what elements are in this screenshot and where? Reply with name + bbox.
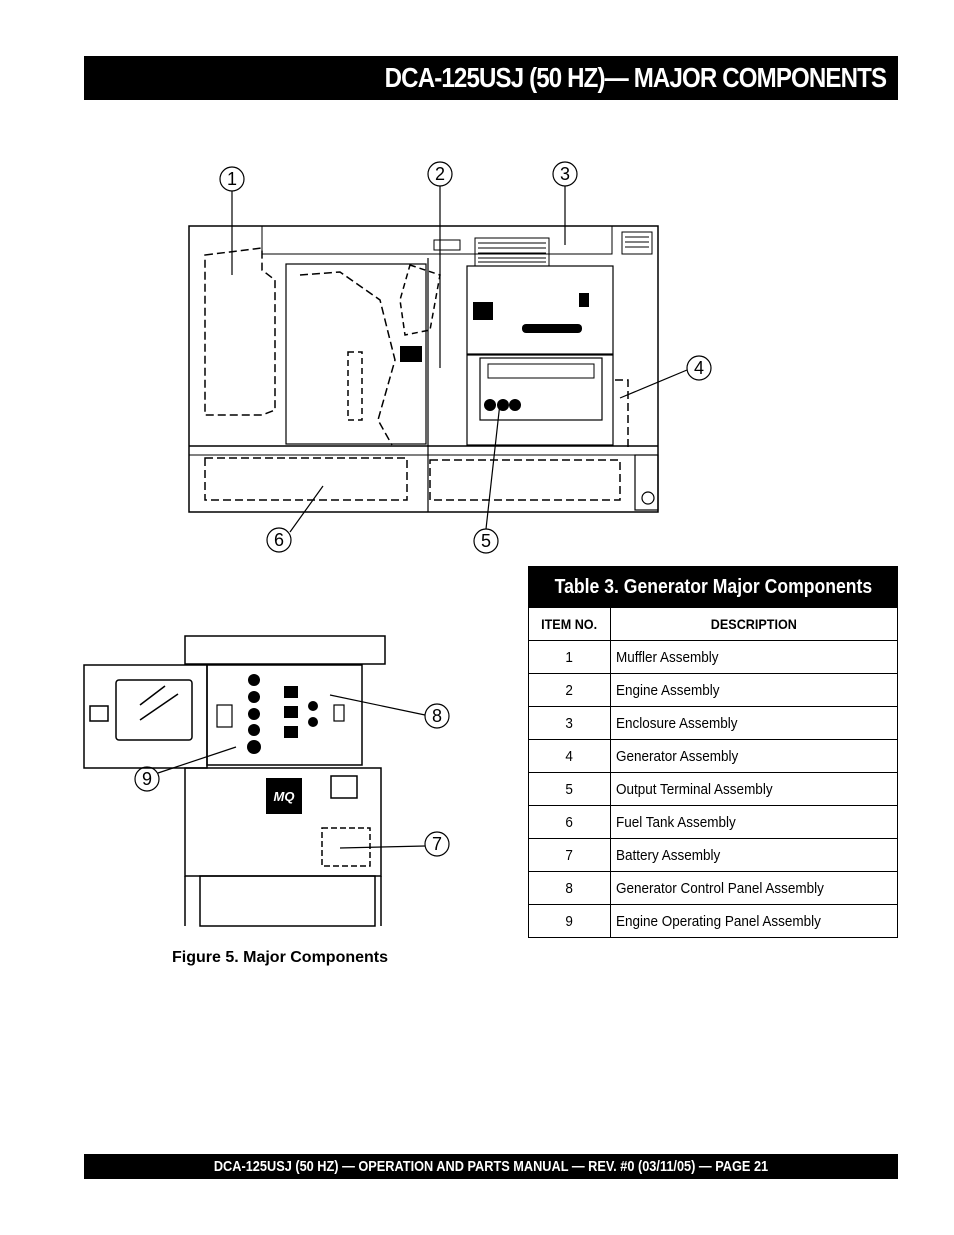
callout-7-circle	[424, 831, 450, 857]
generator-front-view-diagram: MQ 8 9 7	[83, 635, 450, 927]
callout-1: 1	[227, 169, 237, 189]
callout-3: 3	[560, 164, 570, 184]
item-description: Fuel Tank Assembly	[610, 805, 898, 839]
item-number: 9	[528, 904, 611, 938]
callout-8-circle	[424, 703, 450, 729]
callout-7: 7	[432, 834, 442, 854]
footer-text: DCA-125USJ (50 HZ) — OPERATION AND PARTS…	[213, 1158, 769, 1175]
item-description: Output Terminal Assembly	[610, 772, 898, 806]
item-number: 5	[528, 772, 611, 806]
generator-side-view-diagram: 1 2 3 4 5 6	[188, 161, 712, 554]
item-description: Generator Control Panel Assembly	[610, 871, 898, 905]
column-header-description: DESCRIPTION	[610, 607, 898, 641]
callout-2: 2	[435, 164, 445, 184]
callout-8: 8	[432, 706, 442, 726]
item-number: 7	[528, 838, 611, 872]
item-number: 8	[528, 871, 611, 905]
item-number: 6	[528, 805, 611, 839]
muffler-outline	[204, 247, 276, 416]
item-number: 1	[528, 640, 611, 674]
fuel-tank-outline	[204, 457, 408, 501]
components-table: Table 3. Generator Major Components ITEM…	[528, 566, 898, 938]
callout-9: 9	[142, 769, 152, 789]
callout-6: 6	[274, 530, 284, 550]
item-number: 3	[528, 706, 611, 740]
callout-5: 5	[481, 531, 491, 551]
engine-panel-icon	[400, 346, 422, 362]
item-description: Enclosure Assembly	[610, 706, 898, 740]
mq-logo: MQ	[274, 789, 295, 804]
item-description: Engine Assembly	[610, 673, 898, 707]
figure-caption: Figure 5. Major Components	[172, 949, 389, 966]
item-description: Muffler Assembly	[610, 640, 898, 674]
item-number: 4	[528, 739, 611, 773]
item-description: Engine Operating Panel Assembly	[610, 904, 898, 938]
engine-door	[285, 263, 427, 445]
control-panel	[206, 664, 363, 766]
callout-9-circle	[134, 766, 160, 792]
page-header: DCA-125USJ (50 HZ)— MAJOR COMPONENTS	[84, 56, 898, 100]
item-description: Generator Assembly	[610, 739, 898, 773]
page-footer: DCA-125USJ (50 HZ) — OPERATION AND PARTS…	[84, 1154, 898, 1179]
item-description: Battery Assembly	[610, 838, 898, 872]
callout-4-circle	[686, 355, 712, 381]
mq-logo-plate	[266, 778, 302, 814]
callout-4: 4	[694, 358, 704, 378]
callout-6-circle	[266, 527, 292, 553]
column-header-item-no: ITEM NO.	[528, 607, 611, 641]
page-title: DCA-125USJ (50 HZ)— MAJOR COMPONENTS	[384, 62, 886, 93]
item-number: 2	[528, 673, 611, 707]
table-title: Table 3. Generator Major Components	[528, 566, 898, 608]
